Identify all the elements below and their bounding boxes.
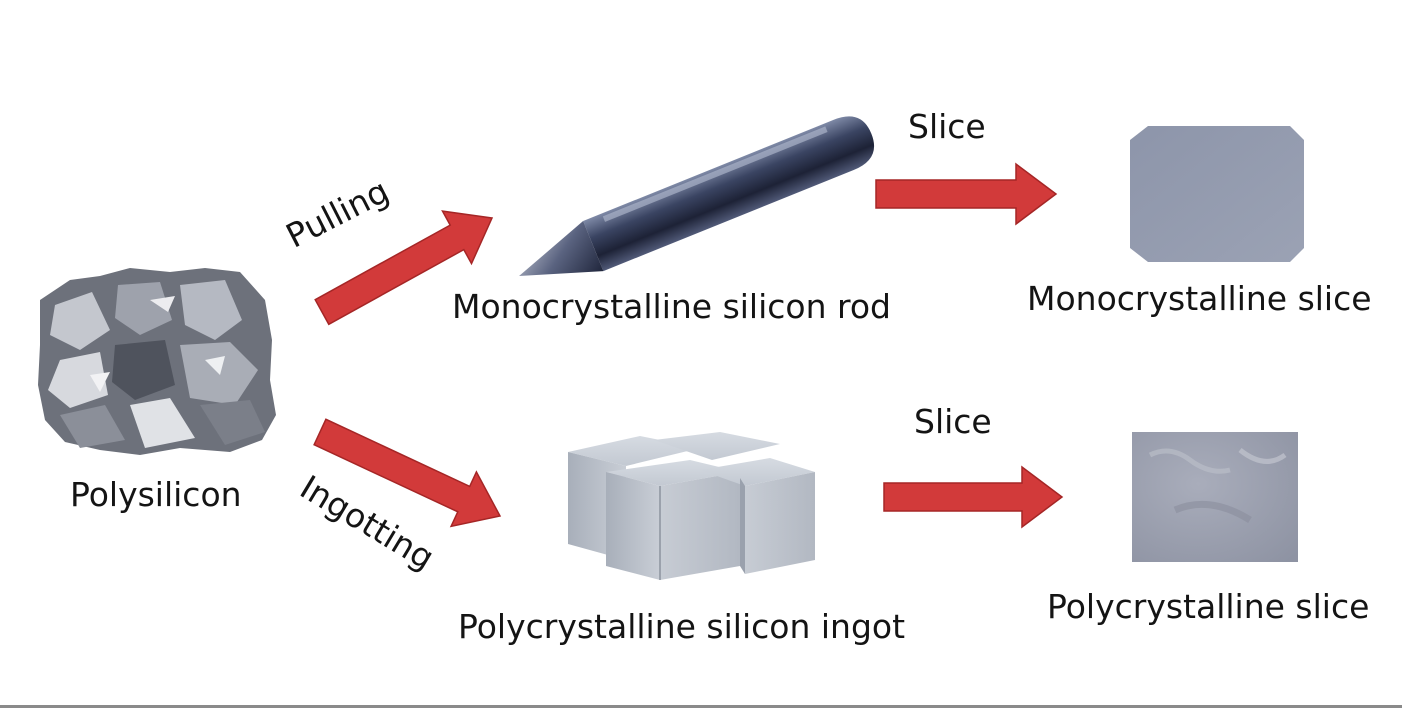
arrow-ingotting — [313, 418, 502, 528]
node-label-monocrystalline-rod: Monocrystalline silicon rod — [452, 287, 891, 326]
arrow-layer — [313, 162, 1064, 529]
polycrystalline-slice-image — [1132, 432, 1298, 562]
arrow-slice-bottom — [883, 465, 1064, 529]
node-label-monocrystalline-slice: Monocrystalline slice — [1027, 279, 1372, 318]
monocrystalline-slice-image — [1130, 126, 1304, 262]
polycrystalline-ingot-image — [568, 432, 815, 580]
edge-label-slice-top: Slice — [908, 107, 986, 146]
node-label-polysilicon: Polysilicon — [70, 475, 242, 514]
polysilicon-image — [38, 268, 276, 455]
arrow-slice-top — [875, 162, 1058, 226]
edge-label-slice-bottom: Slice — [914, 402, 992, 441]
node-label-polycrystalline-slice: Polycrystalline slice — [1047, 587, 1370, 626]
monocrystalline-rod-image — [519, 116, 875, 277]
arrow-pulling — [314, 210, 494, 326]
node-label-polycrystalline-ingot: Polycrystalline silicon ingot — [458, 607, 906, 646]
bottom-divider — [0, 705, 1402, 708]
